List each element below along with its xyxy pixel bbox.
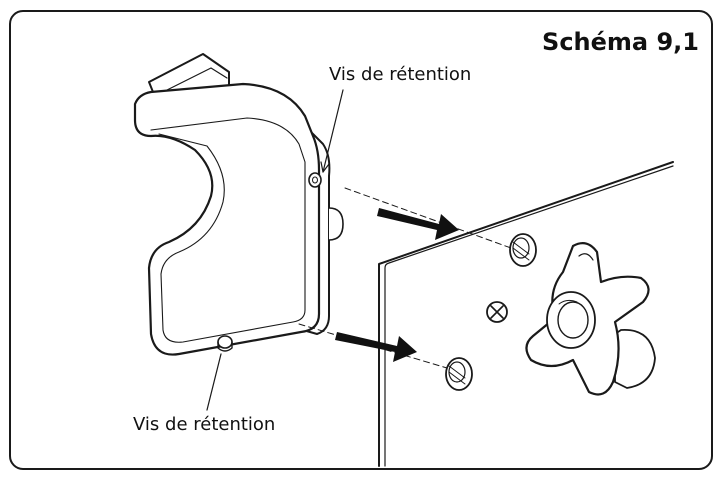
- machine-panel: [378, 161, 674, 467]
- retention-screw-icon: [217, 172, 322, 352]
- threaded-stud-icon: [445, 233, 537, 391]
- phillips-screw-icon: [486, 301, 508, 323]
- alignment-lines: [298, 187, 512, 369]
- figure-title: Schéma 9,1: [542, 28, 699, 56]
- removal-arrow-icon: [335, 208, 459, 362]
- callout-leaders: [206, 89, 344, 411]
- star-knob-icon: [525, 241, 656, 396]
- assembly-illustration: [133, 53, 674, 467]
- figure-frame: Schéma 9,1 Vis de rétention Vis de réten…: [9, 10, 713, 470]
- callout-retention-screw-top: Vis de rétention: [329, 64, 472, 85]
- callout-retention-screw-bottom: Vis de rétention: [133, 414, 276, 435]
- cover-panel-icon: [133, 53, 344, 356]
